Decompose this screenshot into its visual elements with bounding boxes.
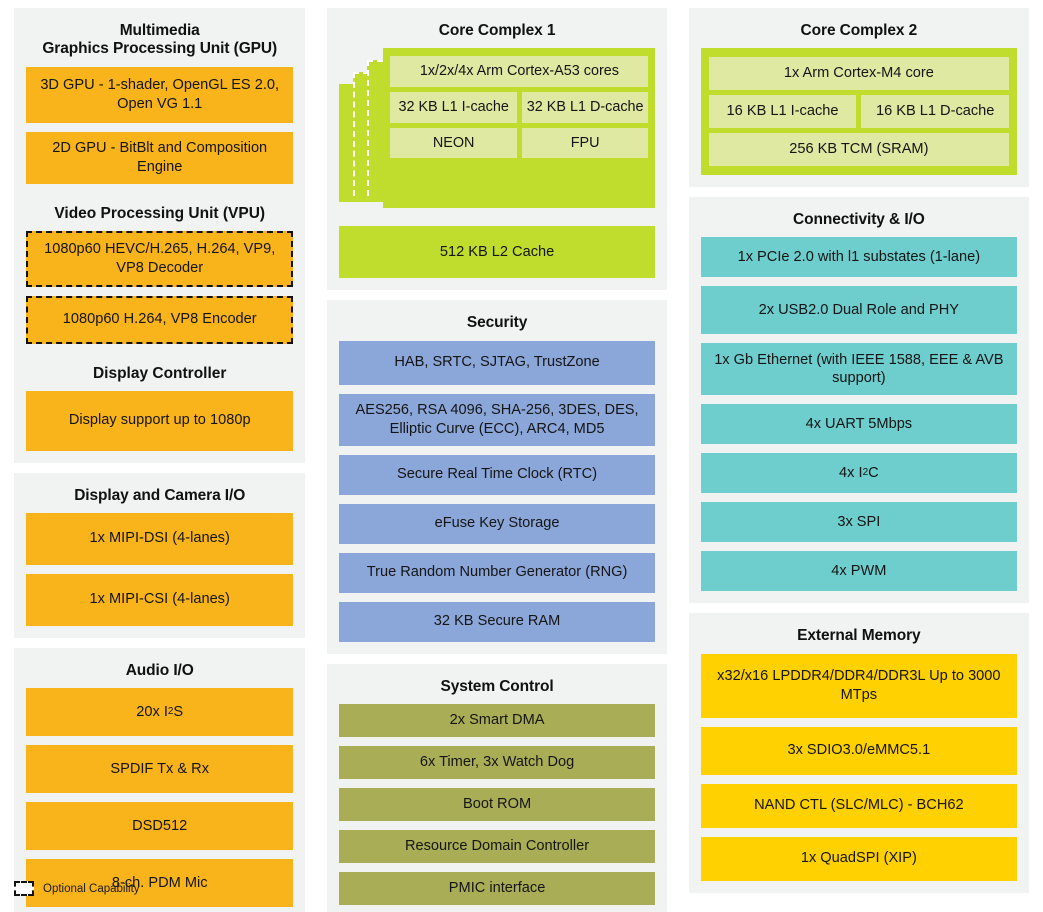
panel-title-display-controller: Display Controller [92,364,227,382]
block-hab-srtc: HAB, SRTC, SJTAG, TrustZone [339,340,655,385]
panel-display-camera-io: Display and Camera I/O 1x MIPI-DSI (4-la… [14,472,306,638]
block-timer-watchdog: 6x Timer, 3x Watch Dog [339,745,655,779]
block-boot-rom: Boot ROM [339,787,655,821]
block-sdio-emmc: 3x SDIO3.0/eMMC5.1 [700,726,1017,775]
legend: Optional Capability [14,881,140,896]
panel-title-display-camera-io: Display and Camera I/O [74,486,246,504]
multimedia-title-line1: Multimedia [119,22,200,39]
multimedia-title-line2: Graphics Processing Unit (GPU) [42,40,278,58]
block-display-support: Display support up to 1080p [26,390,294,451]
optional-capability-swatch-icon [14,881,34,896]
block-l1-dcache: 32 KB L1 D-cache [521,92,649,123]
core-complex-2-card: 1x Arm Cortex-M4 core 16 KB L1 I-cache 1… [700,48,1017,176]
neon-fpu-row: NEON FPU [390,127,649,159]
block-m4-dcache: 16 KB L1 D-cache [861,95,1010,129]
panel-title-core-complex-1: Core Complex 1 [438,22,556,39]
block-gb-ethernet: 1x Gb Ethernet (with IEEE 1588, EEE & AV… [700,343,1017,396]
block-quadspi: 1x QuadSPI (XIP) [700,836,1017,881]
block-rng: True Random Number Generator (RNG) [339,552,655,593]
panel-system-control: System Control 2x Smart DMA 6x Timer, 3x… [327,663,667,912]
block-pwm: 4x PWM [700,551,1017,592]
block-efuse-key-storage: eFuse Key Storage [339,503,655,544]
diagram-columns: Multimedia Graphics Processing Unit (GPU… [14,8,1029,912]
block-video-decoder: 1080p60 HEVC/H.265, H.264, VP9, VP8 Deco… [26,230,294,287]
panel-title-external-memory: External Memory [797,627,921,645]
panel-title-vpu: Video Processing Unit (VPU) [54,204,266,222]
right-column: Core Complex 2 1x Arm Cortex-M4 core 16 … [688,8,1029,893]
block-tcm-sram: 256 KB TCM (SRAM) [708,133,1009,167]
l1-cache-row: 32 KB L1 I-cache 32 KB L1 D-cache [390,92,649,123]
block-l2-cache: 512 KB L2 Cache [339,226,655,279]
panel-title-audio-io: Audio I/O [125,661,194,679]
panel-title-system-control: System Control [440,677,554,695]
block-video-encoder: 1080p60 H.264, VP8 Encoder [26,295,294,344]
panel-external-memory: External Memory x32/x16 LPDDR4/DDR4/DDR3… [688,613,1029,893]
legend-label: Optional Capability [43,882,140,895]
block-secure-ram: 32 KB Secure RAM [339,601,655,642]
panel-security: Security HAB, SRTC, SJTAG, TrustZone AES… [327,300,667,654]
block-nand-ctl: NAND CTL (SLC/MLC) - BCH62 [700,783,1017,828]
block-crypto-algorithms: AES256, RSA 4096, SHA-256, 3DES, DES, El… [339,393,655,446]
block-l1-icache: 32 KB L1 I-cache [390,92,517,123]
block-pdm-mic: 8-ch. PDM Mic [26,859,294,908]
panel-title-core-complex-2: Core Complex 2 [800,22,918,39]
panel-title-security: Security [466,314,528,332]
block-dsd512: DSD512 [26,802,294,851]
block-mipi-dsi: 1x MIPI-DSI (4-lanes) [26,512,294,565]
block-a53-cores: 1x/2x/4x Arm Cortex-A53 cores [390,56,649,87]
block-pcie: 1x PCIe 2.0 with l1 substates (1-lane) [700,237,1017,278]
block-pmic-interface: PMIC interface [339,871,655,905]
block-spdif: SPDIF Tx & Rx [26,745,294,794]
block-3d-gpu: 3D GPU - 1-shader, OpenGL ES 2.0, Open V… [26,66,294,123]
panel-title-multimedia: Multimedia Graphics Processing Unit (GPU… [26,17,293,67]
block-m4-icache: 16 KB L1 I-cache [708,95,857,129]
panel-connectivity-io: Connectivity & I/O 1x PCIe 2.0 with l1 s… [688,197,1029,604]
block-neon: NEON [390,127,517,159]
left-column: Multimedia Graphics Processing Unit (GPU… [14,8,306,912]
block-uart: 4x UART 5Mbps [700,404,1017,445]
block-secure-rtc: Secure Real Time Clock (RTC) [339,454,655,495]
block-spi: 3x SPI [700,502,1017,543]
m4-cache-row: 16 KB L1 I-cache 16 KB L1 D-cache [708,95,1010,129]
block-usb2: 2x USB2.0 Dual Role and PHY [700,286,1017,335]
panel-title-connectivity-io: Connectivity & I/O [793,211,925,229]
middle-column: Core Complex 1 1x/2x/4x Arm Cortex-A53 c… [327,8,667,912]
block-m4-core: 1x Arm Cortex-M4 core [708,57,1009,91]
block-resource-domain-controller: Resource Domain Controller [339,829,655,863]
block-smart-dma: 2x Smart DMA [339,703,655,737]
core-complex-1-card-stack: 1x/2x/4x Arm Cortex-A53 cores 32 KB L1 I… [339,48,656,218]
core-card-front: 1x/2x/4x Arm Cortex-A53 cores 32 KB L1 I… [383,48,656,209]
block-mipi-csi: 1x MIPI-CSI (4-lanes) [26,573,294,626]
panel-core-complex-1: Core Complex 1 1x/2x/4x Arm Cortex-A53 c… [327,8,667,291]
block-lpddr4: x32/x16 LPDDR4/DDR4/DDR3L Up to 3000 MTp… [700,653,1017,718]
block-2d-gpu: 2D GPU - BitBlt and Composition Engine [26,131,294,184]
panel-multimedia: Multimedia Graphics Processing Unit (GPU… [14,8,306,463]
block-fpu: FPU [521,127,649,159]
panel-core-complex-2: Core Complex 2 1x Arm Cortex-M4 core 16 … [688,8,1029,188]
